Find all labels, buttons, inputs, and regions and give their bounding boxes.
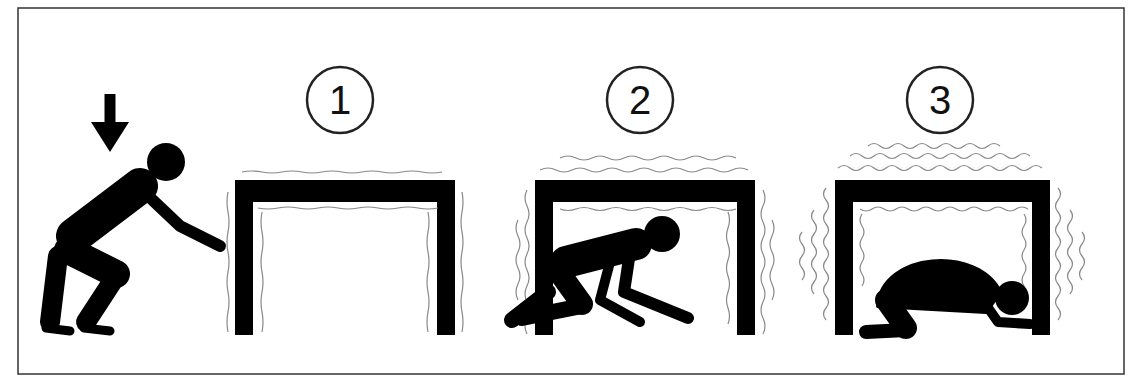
crawling-figure — [512, 216, 688, 322]
callout-number: 1 — [329, 80, 351, 120]
callout-number: 3 — [929, 80, 951, 120]
callout-number: 2 — [629, 80, 651, 120]
down-arrow — [91, 94, 129, 152]
table — [835, 180, 1050, 335]
squatting-figure — [46, 143, 220, 331]
shake-lines — [227, 144, 1085, 335]
callout-circle: 2 — [605, 65, 675, 135]
curled-figure — [866, 261, 1030, 332]
callout-circle: 3 — [905, 65, 975, 135]
callout-circle: 1 — [305, 65, 375, 135]
frame — [18, 8, 1124, 374]
table — [235, 180, 455, 335]
